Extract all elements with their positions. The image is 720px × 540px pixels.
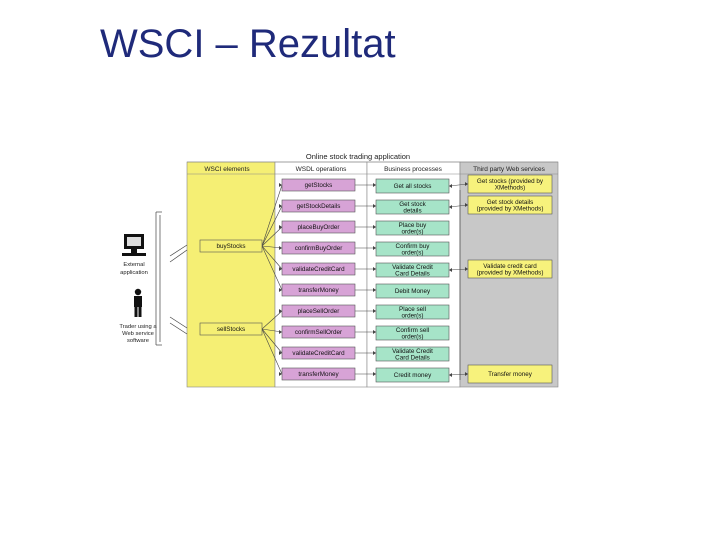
wsdl-column-header: WSDL operations <box>296 166 347 173</box>
wsdl-operation-box: transferMoney <box>281 367 356 381</box>
wsci-element-box: buyStocks <box>199 239 263 253</box>
actor-connector-lines <box>155 211 188 346</box>
business-process-box: Credit money <box>375 367 450 383</box>
wsdl-operation-box-label: transferMoney <box>298 371 339 378</box>
wsdl-operation-box: placeSellOrder <box>281 304 356 318</box>
business-process-box: Get all stocks <box>375 178 450 194</box>
computer-icon <box>122 234 146 256</box>
wsdl-operation-box: validateCreditCard <box>281 346 356 360</box>
wsdl-operation-box-label: validateCreditCard <box>292 266 345 273</box>
wsdl-operation-box: getStocks <box>281 178 356 192</box>
business-column-header: Business processes <box>384 166 443 173</box>
wsci-column-bg <box>186 161 276 388</box>
wsdl-operation-box: confirmSellOrder <box>281 325 356 339</box>
slide-title: WSCI – Rezultat <box>100 22 396 66</box>
wsdl-operation-box-label: getStocks <box>305 182 333 189</box>
wsdl-operation-box-label: placeSellOrder <box>298 308 340 315</box>
wsdl-operation-box-label: transferMoney <box>298 287 339 294</box>
third-party-service-box: Get stock details(provided by XMethods) <box>467 195 553 215</box>
wsdl-operation-box: validateCreditCard <box>281 262 356 276</box>
third-party-service-box: Validate credit card(provided by XMethod… <box>467 259 553 279</box>
wsdl-operation-box-label: placeBuyOrder <box>298 224 340 231</box>
business-process-box-label: Debit Money <box>395 288 431 295</box>
third-party-service-box-label: Get stock details(provided by XMethods) <box>477 199 544 213</box>
third-party-service-box: Transfer money <box>467 364 553 384</box>
wsdl-operation-box-label: confirmSellOrder <box>295 329 342 336</box>
stock-trading-diagram: Online stock trading application WSCI el… <box>119 152 559 388</box>
wsci-element-box: sellStocks <box>199 322 263 336</box>
business-process-box: Debit Money <box>375 283 450 299</box>
wsdl-operation-box: transferMoney <box>281 283 356 297</box>
person-icon <box>134 288 142 317</box>
wsdl-operation-box-label: confirmBuyOrder <box>295 245 343 252</box>
flow-connectors <box>261 182 469 380</box>
wsdl-operation-box-label: validateCreditCard <box>292 350 345 357</box>
wsci-element-box-label: sellStocks <box>217 326 245 333</box>
third-party-column-header: Third party Web services <box>473 166 546 173</box>
diagram-title: Online stock trading application <box>306 152 410 161</box>
business-process-box-label: Credit money <box>394 372 432 379</box>
wsci-column-header: WSCI elements <box>204 166 250 173</box>
business-process-box-label: Get all stocks <box>394 183 432 190</box>
wsdl-operation-box: getStockDetails <box>281 199 356 213</box>
wsci-element-box-label: buyStocks <box>216 243 245 250</box>
wsdl-operation-box-label: getStockDetails <box>297 203 341 210</box>
wsdl-operation-box: placeBuyOrder <box>281 220 356 234</box>
third-party-service-box-label: Transfer money <box>488 371 533 378</box>
wsdl-operation-box: confirmBuyOrder <box>281 241 356 255</box>
third-party-service-box-label: Validate credit card(provided by XMethod… <box>477 263 544 277</box>
